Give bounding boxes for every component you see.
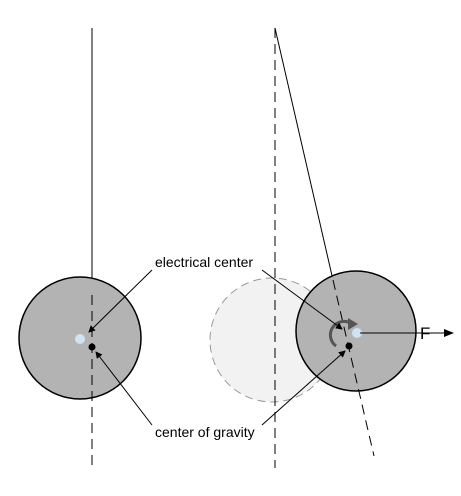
center-of-gravity-label: center of gravity <box>155 424 255 440</box>
left-electrical-center-dot <box>75 334 85 344</box>
gravity-center-leader-left <box>95 351 153 426</box>
force-label: F <box>420 324 430 343</box>
right-pendulum-line <box>274 27 334 281</box>
left-gravity-center-dot <box>88 343 96 351</box>
force-arrow-head-icon <box>444 329 454 337</box>
electrical-center-leader-right <box>261 269 343 330</box>
gravity-center-leader-right <box>261 350 346 426</box>
rotation-arrow-icon <box>328 319 353 348</box>
right-electrical-center-dot <box>352 328 362 338</box>
right-gravity-center-dot <box>345 342 353 350</box>
rotation-arrow-head-icon <box>348 318 358 330</box>
electrical-center-leader-left <box>88 269 153 333</box>
electrical-center-label: electrical center <box>155 254 253 270</box>
right-tilted-axis-dashed <box>332 279 375 457</box>
